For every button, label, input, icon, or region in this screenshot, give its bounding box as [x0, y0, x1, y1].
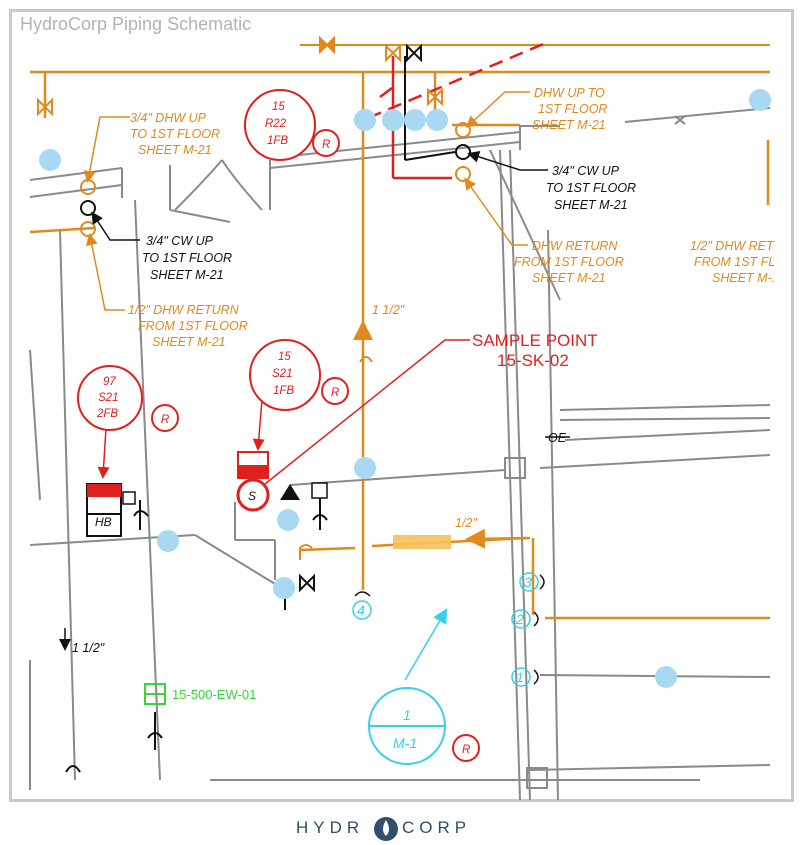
brand-right: CORP — [402, 818, 472, 837]
svg-text:1FB: 1FB — [273, 385, 294, 397]
leader-lines — [83, 91, 570, 681]
label-dhw-return-right: DHW RETURN FROM 1ST FLOOR SHEET M-21 — [514, 239, 624, 285]
svg-text:FROM 1ST FL: FROM 1ST FL — [694, 255, 775, 269]
svg-text:SHEET M-21: SHEET M-21 — [554, 198, 628, 212]
svg-text:15: 15 — [278, 351, 291, 363]
svg-text:3/4" DHW UP: 3/4" DHW UP — [130, 111, 207, 125]
svg-text:S21: S21 — [272, 368, 292, 380]
svg-text:2FB: 2FB — [96, 408, 118, 420]
svg-text:M-1: M-1 — [393, 735, 417, 751]
valve-icon — [674, 115, 686, 125]
svg-text:3/4" CW UP: 3/4" CW UP — [552, 164, 620, 178]
svg-text:R: R — [161, 414, 169, 426]
tag-97-s21: 97 S21 2FB R — [77, 365, 179, 432]
svg-text:FROM 1ST FLOOR: FROM 1ST FLOOR — [138, 319, 248, 333]
svg-text:15: 15 — [272, 101, 285, 113]
valve-icon — [37, 35, 443, 117]
svg-text:SAMPLE POINT: SAMPLE POINT — [472, 331, 598, 350]
cw-lines — [404, 56, 456, 161]
svg-text:1FB: 1FB — [267, 135, 288, 147]
svg-text:R: R — [322, 139, 330, 151]
svg-text:1: 1 — [403, 707, 411, 723]
riser-circles — [80, 122, 471, 237]
tag-15-s21: 15 S21 1FB R — [249, 339, 349, 411]
svg-text:R22: R22 — [265, 118, 287, 130]
svg-text:1/2" DHW RETURN: 1/2" DHW RETURN — [128, 303, 240, 317]
svg-text:TO 1ST FLOOR: TO 1ST FLOOR — [546, 181, 636, 195]
svg-text:TO 1ST FLOOR: TO 1ST FLOOR — [130, 127, 220, 141]
building-walls — [29, 107, 771, 801]
hose-bibb-fixture: HB — [86, 483, 149, 537]
svg-text:1ST FLOOR: 1ST FLOOR — [538, 102, 607, 116]
detail-markers — [352, 572, 539, 687]
svg-text:15-500-EW-01: 15-500-EW-01 — [172, 687, 256, 702]
svg-text:HB: HB — [95, 515, 112, 529]
svg-text:97: 97 — [103, 376, 116, 388]
label-dhw-up-right: DHW UP TO 1ST FLOOR SHEET M-21 — [532, 86, 607, 132]
bubble-markers — [39, 89, 771, 688]
eyewash-station: 15-500-EW-01 — [65, 683, 256, 773]
svg-text:3: 3 — [524, 574, 532, 590]
label-dhw-return-left: 1/2" DHW RETURN FROM 1ST FLOOR SHEET M-2… — [128, 303, 248, 349]
svg-text:SHEET M-21: SHEET M-21 — [138, 143, 212, 157]
svg-text:SHEET M-.: SHEET M-. — [712, 271, 775, 285]
oe-label: OE — [548, 431, 567, 445]
label-dhw-return-far-right: 1/2" DHW RET FROM 1ST FL SHEET M-. — [690, 239, 775, 285]
label-cw-up-right: 3/4" CW UP TO 1ST FLOOR SHEET M-21 — [546, 164, 636, 212]
sample-point-label: SAMPLE POINT 15-SK-02 — [472, 331, 598, 370]
svg-text:S: S — [248, 489, 256, 503]
svg-text:2: 2 — [515, 611, 524, 627]
tag-15-r22: 15 R22 1FB R — [244, 89, 340, 161]
sink-fixture: S — [236, 356, 373, 560]
pipe-highlight — [393, 535, 451, 549]
pipe-size-label: 1 1/2" — [72, 641, 105, 655]
svg-text:DHW RETURN: DHW RETURN — [532, 239, 618, 253]
label-cw-up-left: 3/4" CW UP TO 1ST FLOOR SHEET M-21 — [142, 234, 232, 282]
svg-text:DHW UP TO: DHW UP TO — [534, 86, 605, 100]
brand-left: HYDR — [296, 818, 365, 837]
pipe-size-label: 1 1/2" — [372, 303, 405, 317]
svg-text:3/4" CW UP: 3/4" CW UP — [146, 234, 214, 248]
svg-text:15-SK-02: 15-SK-02 — [497, 351, 569, 370]
pipe-size-label: 1/2" — [455, 516, 477, 530]
svg-text:4: 4 — [357, 602, 365, 618]
detail-callout: 1 M-1 R — [368, 687, 480, 765]
schematic-title: HydroCorp Piping Schematic — [20, 14, 252, 34]
svg-text:1/2" DHW RET: 1/2" DHW RET — [690, 239, 775, 253]
svg-text:R: R — [462, 744, 470, 756]
svg-text:FROM 1ST FLOOR: FROM 1ST FLOOR — [514, 255, 624, 269]
riser-symbols — [354, 574, 545, 685]
svg-text:SHEET M-21: SHEET M-21 — [532, 118, 606, 132]
svg-text:SHEET M-21: SHEET M-21 — [152, 335, 226, 349]
svg-text:TO 1ST FLOOR: TO 1ST FLOOR — [142, 251, 232, 265]
svg-text:S21: S21 — [98, 392, 118, 404]
svg-text:R: R — [331, 387, 339, 399]
detail-marker-numbers: 1 2 3 4 — [357, 574, 532, 685]
dhw-pipes — [29, 44, 770, 620]
svg-text:SHEET M-21: SHEET M-21 — [532, 271, 606, 285]
svg-text:SHEET M-21: SHEET M-21 — [150, 268, 224, 282]
label-dhw-up-left: 3/4" DHW UP TO 1ST FLOOR SHEET M-21 — [130, 111, 220, 157]
svg-text:1: 1 — [516, 669, 524, 685]
valve-icon — [284, 43, 422, 610]
